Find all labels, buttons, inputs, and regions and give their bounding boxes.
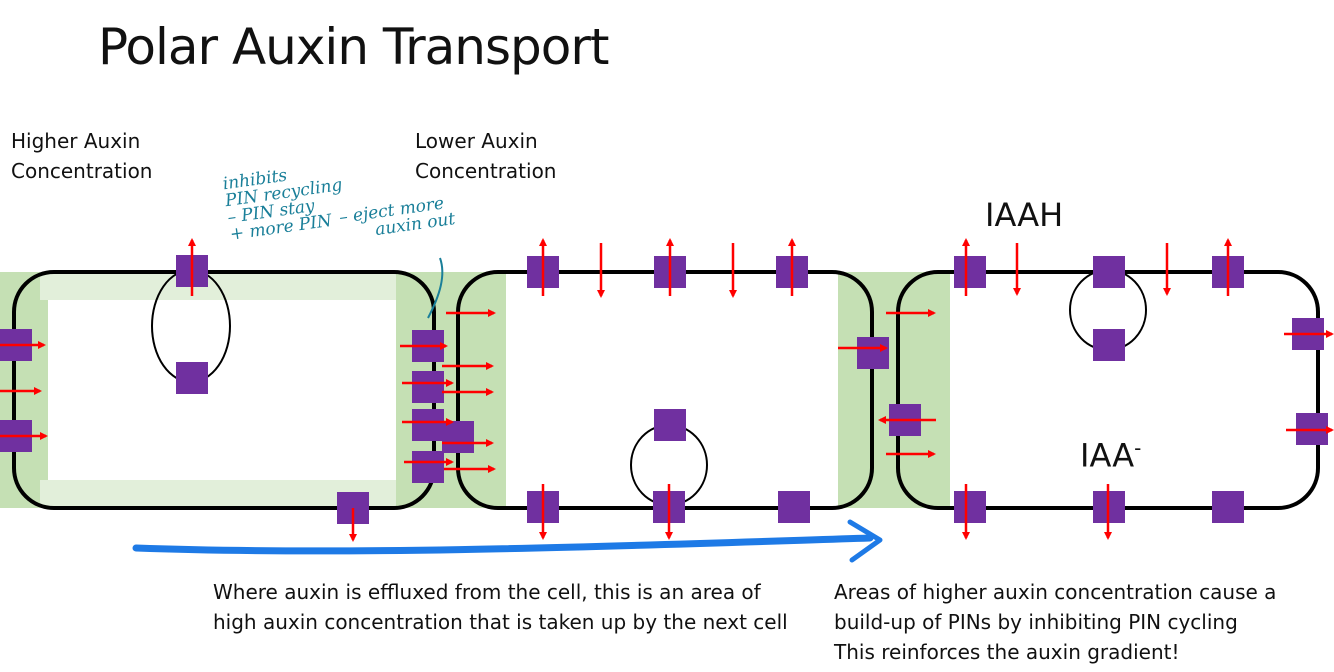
- lower-label-line: Lower Auxin: [415, 129, 538, 153]
- iaa-label: IAA-: [1080, 436, 1141, 475]
- cell-2: [456, 270, 874, 510]
- caption-line: Areas of higher auxin concentration caus…: [834, 580, 1277, 604]
- lower-label-line: Concentration: [415, 159, 557, 183]
- pin-protein: [654, 409, 686, 441]
- higher-label-line: Higher Auxin: [11, 129, 141, 153]
- pin-protein: [442, 421, 474, 453]
- higher-concentration-label: Higher Auxin Concentration: [11, 126, 152, 186]
- iaah-label: IAAH: [985, 196, 1064, 234]
- pin-protein: [954, 491, 986, 523]
- caption-line: high auxin concentration that is taken u…: [213, 610, 788, 634]
- pin-protein: [1212, 491, 1244, 523]
- iaa-charge: -: [1134, 436, 1142, 460]
- green-zone-cell2-right: [838, 272, 950, 508]
- pin-protein: [412, 409, 444, 441]
- caption-line: Where auxin is effluxed from the cell, t…: [213, 580, 761, 604]
- pin-protein: [954, 256, 986, 288]
- pin-protein: [857, 337, 889, 369]
- higher-label-line: Concentration: [11, 159, 153, 183]
- caption-efflux: Where auxin is effluxed from the cell, t…: [213, 577, 788, 637]
- page-title: Polar Auxin Transport: [98, 18, 610, 76]
- blue-flow-arrow: [132, 534, 874, 555]
- pin-protein: [1093, 256, 1125, 288]
- pin-protein: [778, 491, 810, 523]
- green-zone-cell1-top: [40, 272, 410, 300]
- blue-flow-arrowhead: [847, 519, 883, 563]
- pin-protein: [1093, 329, 1125, 361]
- pin-protein: [412, 371, 444, 403]
- pin-protein: [412, 451, 444, 483]
- auxin-flux-arrows: [0, 238, 1334, 542]
- pin-proteins: [0, 255, 1328, 524]
- annotation-pointer: [427, 257, 444, 319]
- pin-protein: [176, 362, 208, 394]
- caption-line: This reinforces the auxin gradient!: [834, 640, 1180, 664]
- cell-1: [12, 270, 436, 510]
- caption-line: build-up of PINs by inhibiting PIN cycli…: [834, 610, 1238, 634]
- iaa-text: IAA: [1080, 436, 1135, 475]
- lower-concentration-label: Lower Auxin Concentration: [415, 126, 556, 186]
- caption-gradient: Areas of higher auxin concentration caus…: [834, 577, 1276, 667]
